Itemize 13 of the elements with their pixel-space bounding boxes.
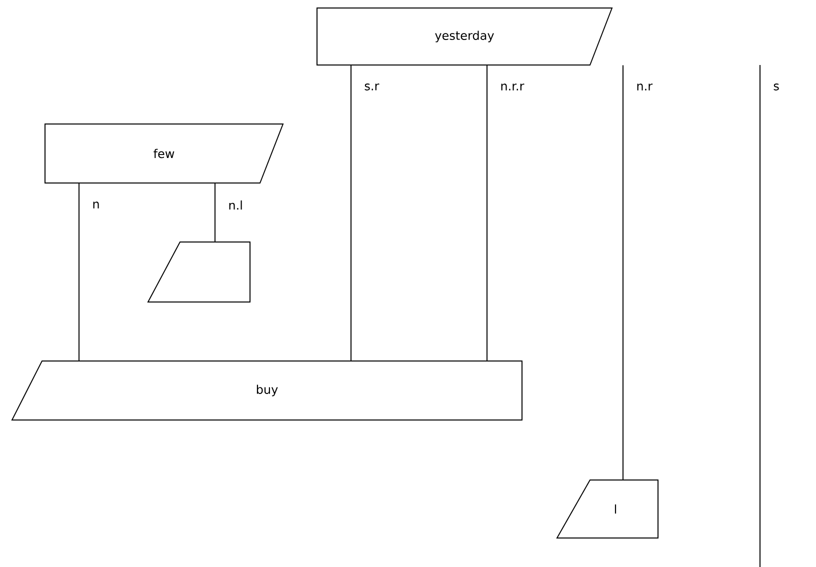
- wire-label: s: [774, 84, 779, 90]
- edge-label: n.r: [637, 84, 653, 90]
- parallelogram-box: few: [44, 124, 284, 184]
- edge-label: n.r.r: [501, 84, 524, 90]
- wire: [78, 182, 80, 362]
- wire: [486, 64, 488, 362]
- edge-label: s.r: [364, 84, 380, 90]
- edge-label: n: [93, 202, 99, 208]
- wire: [214, 182, 216, 242]
- edge-label: n.l: [229, 200, 242, 210]
- wire: [622, 64, 624, 480]
- wire: [350, 64, 352, 362]
- parallelogram-box: yesterday: [316, 8, 613, 66]
